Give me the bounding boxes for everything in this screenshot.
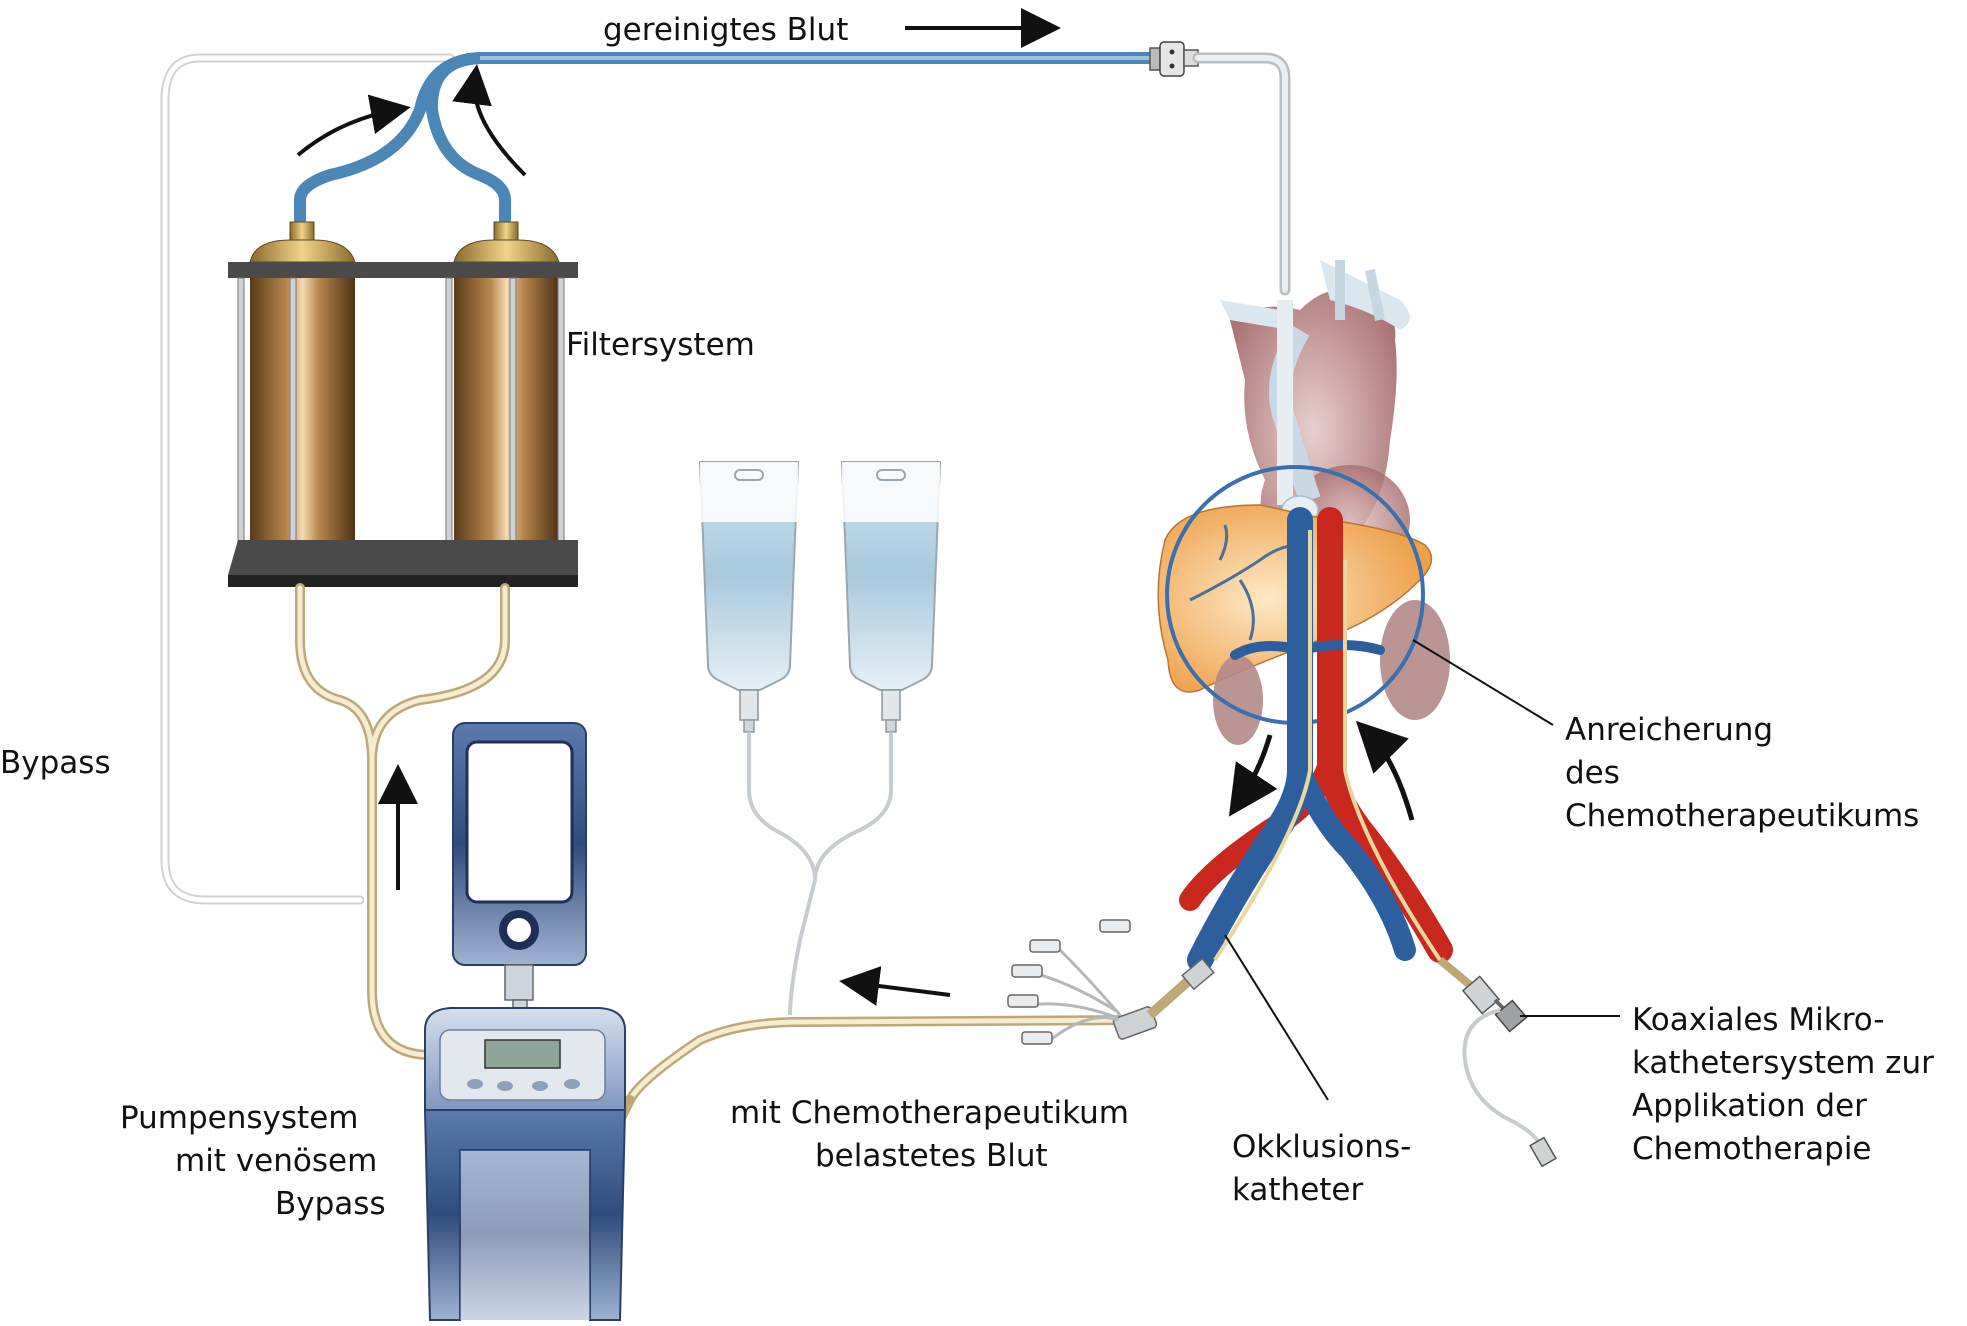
kidney <box>1380 600 1450 720</box>
flow-arrow <box>296 94 411 157</box>
vena-cava <box>1187 507 1416 973</box>
label-occlusion-catheter-1: Okklusions- <box>1232 1129 1411 1165</box>
label-loaded-blood-2: belastetes Blut <box>815 1138 1048 1174</box>
label-filter-system: Filtersystem <box>566 327 755 363</box>
label-pump-system-3: Bypass <box>275 1186 386 1222</box>
flow-arrow <box>1228 734 1278 817</box>
label-occlusion-catheter-2: katheter <box>1232 1172 1364 1208</box>
flow-arrow <box>1355 720 1415 821</box>
loaded-blood-tube <box>295 583 435 1060</box>
infusion-bag <box>840 461 942 733</box>
occlusion-catheter-hub <box>1007 919 1215 1045</box>
filter-canister <box>454 278 559 563</box>
return-tube <box>1192 52 1291 296</box>
label-microcatheter-1: Koaxiales Mikro- <box>1632 1002 1885 1038</box>
leader-line <box>1412 639 1554 726</box>
microcatheter-system <box>1437 956 1557 1168</box>
label-microcatheter-4: Chemotherapie <box>1632 1131 1872 1167</box>
filter-canister <box>250 278 355 563</box>
label-purified-blood: gereinigtes Blut <box>603 12 848 48</box>
purified-blood-tube <box>294 52 1166 226</box>
kidney <box>1213 655 1263 745</box>
infusion-line <box>747 732 818 1016</box>
tube-connector <box>1149 41 1199 77</box>
label-microcatheter-2: kathetersystem zur <box>1632 1045 1934 1081</box>
label-enrichment-2: des <box>1565 755 1620 791</box>
label-enrichment-1: Anreicherung <box>1565 712 1773 748</box>
label-enrichment-3: Chemotherapeutikums <box>1565 798 1919 834</box>
leader-line <box>1224 934 1329 1101</box>
label-microcatheter-3: Applikation der <box>1632 1088 1867 1124</box>
flow-arrow <box>839 966 951 1006</box>
flow-arrow <box>452 64 527 177</box>
label-loaded-blood-1: mit Chemotherapeutikum <box>730 1095 1129 1131</box>
label-pump-system-1: Pumpensystem <box>120 1100 358 1136</box>
label-pump-system-2: mit venösem <box>175 1143 377 1179</box>
label-bypass: Bypass <box>0 745 111 781</box>
infusion-bag <box>698 461 800 733</box>
pump-system <box>423 722 627 1321</box>
filter-system <box>228 221 578 587</box>
